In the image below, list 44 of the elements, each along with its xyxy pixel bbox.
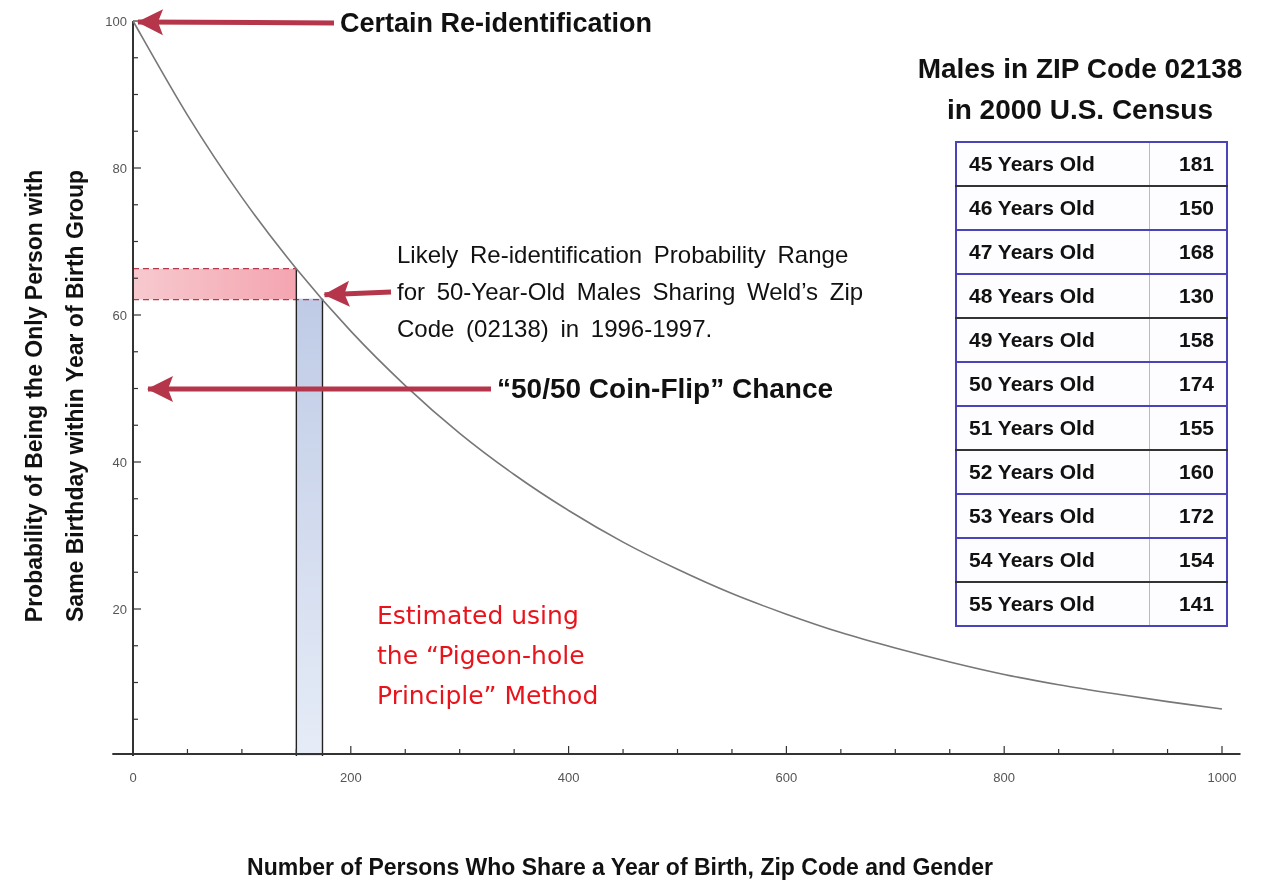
age-cell: 51 Years Old <box>956 406 1150 450</box>
table-title: Males in ZIP Code 02138 in 2000 U.S. Census <box>916 52 1244 127</box>
tick-label: 100 <box>105 14 127 29</box>
count-cell: 130 <box>1149 274 1227 318</box>
count-cell: 168 <box>1149 230 1227 274</box>
tick-label: 80 <box>112 161 127 176</box>
count-cell: 172 <box>1149 494 1227 538</box>
age-cell: 53 Years Old <box>956 494 1150 538</box>
tick-label: 600 <box>775 770 798 785</box>
axis-title: Number of Persons Who Share a Year of Birth, Zip Code and Gender <box>246 854 994 881</box>
annotation-text: Likely Re-identification Probability Range for 50-Year-Old Males Sharing Weld’s Zip Code (02138) in 1996-1997. <box>397 236 869 347</box>
count-cell: 154 <box>1149 538 1227 582</box>
tick-label: 20 <box>112 602 127 617</box>
tick-label: 40 <box>112 455 127 470</box>
count-cell: 150 <box>1149 186 1227 230</box>
tick-label: 60 <box>112 308 127 323</box>
count-cell: 160 <box>1149 450 1227 494</box>
population-band <box>296 298 323 756</box>
method-note: Estimated using the “Pigeon-hole Principle” Method <box>377 600 600 712</box>
arrow <box>147 376 491 402</box>
tick-label: 400 <box>557 770 580 785</box>
age-cell: 47 Years Old <box>956 230 1150 274</box>
tick-label: 800 <box>993 770 1016 785</box>
arrow <box>323 280 392 307</box>
tick-label: 0 <box>129 770 137 785</box>
age-cell: 46 Years Old <box>956 186 1150 230</box>
tick-label: 1000 <box>1207 770 1237 785</box>
age-cell: 55 Years Old <box>956 582 1150 626</box>
annotation-text: “50/50 Coin-Flip” Chance <box>497 373 897 405</box>
count-cell: 174 <box>1149 362 1227 406</box>
axis-title: Probability of Being the Only Person with Same Birthday within Year of Birth Group <box>19 168 89 625</box>
annotation-text: Certain Re-identification <box>340 7 700 39</box>
count-cell: 158 <box>1149 318 1227 362</box>
count-cell: 181 <box>1149 142 1227 186</box>
age-cell: 54 Years Old <box>956 538 1150 582</box>
arrow <box>137 9 334 36</box>
age-cell: 50 Years Old <box>956 362 1150 406</box>
count-cell: 141 <box>1149 582 1227 626</box>
age-cell: 52 Years Old <box>956 450 1150 494</box>
age-cell: 45 Years Old <box>956 142 1150 186</box>
count-cell: 155 <box>1149 406 1227 450</box>
tick-label: 200 <box>339 770 362 785</box>
age-cell: 48 Years Old <box>956 274 1150 318</box>
age-cell: 49 Years Old <box>956 318 1150 362</box>
